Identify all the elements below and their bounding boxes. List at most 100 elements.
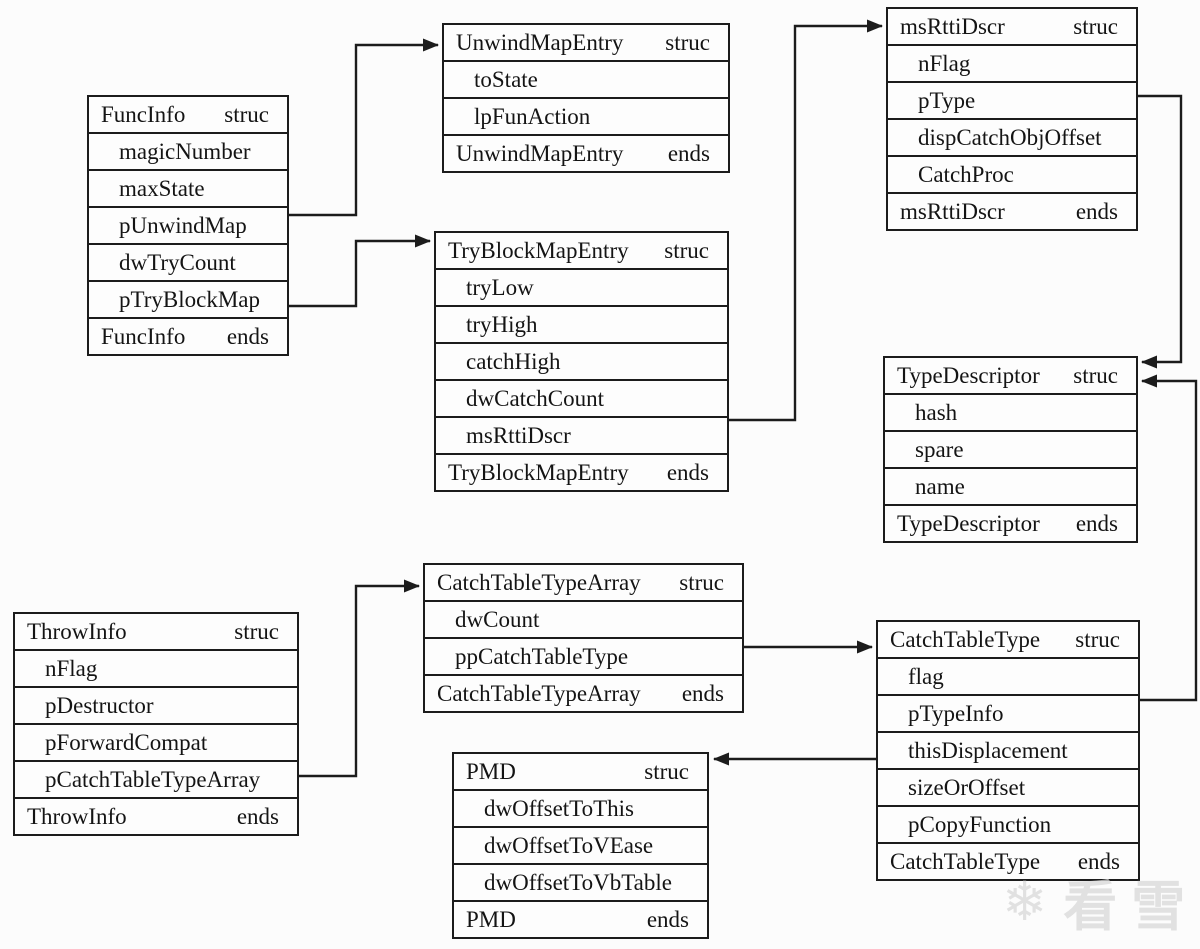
struct-field-row: pUnwindMap	[89, 206, 287, 243]
connector-ThrowInfo.pCatchTableTypeArray-to-CatchTableTypeArray	[299, 579, 420, 778]
struct-open-keyword: struc	[1073, 363, 1118, 388]
struct-field-row: dwOffsetToThis	[454, 789, 707, 826]
struct-header-row: FuncInfo struc	[89, 97, 287, 132]
struct-title: msRttiDscr	[900, 199, 1005, 224]
struct-close-keyword: ends	[1075, 511, 1118, 536]
struct-footer-row: CatchTableTypeArray ends	[425, 674, 742, 711]
struct-field-name: pCatchTableTypeArray	[45, 767, 261, 792]
struct-title: TypeDescriptor	[897, 511, 1040, 536]
struct-field-name: pForwardCompat	[45, 730, 208, 755]
struct-field-name: spare	[915, 437, 964, 462]
struct-field-name: CatchProc	[918, 162, 1014, 187]
struct-field-name: dwOffsetToVbTable	[484, 870, 672, 895]
struct-field-row: pCopyFunction	[878, 805, 1138, 842]
struct-box-funcinfo: FuncInfo struc magicNumber maxState pUnwindM…	[87, 95, 289, 356]
struct-field-row: pTryBlockMap	[89, 280, 287, 317]
struct-field-row: pType	[888, 81, 1136, 118]
struct-field-row: msRttiDscr	[436, 416, 727, 453]
snowflake-icon: ❄	[1002, 870, 1048, 933]
struct-field-name: name	[915, 474, 965, 499]
struct-field-name: dwOffsetToVEase	[484, 833, 654, 858]
struct-title: FuncInfo	[101, 324, 186, 349]
struct-field-name: dwTryCount	[119, 250, 236, 275]
struct-field-row: dwTryCount	[89, 243, 287, 280]
struct-field-name: magicNumber	[119, 139, 251, 164]
struct-field-name: pDestructor	[45, 693, 154, 718]
struct-field-name: pCopyFunction	[908, 812, 1052, 837]
struct-title: CatchTableTypeArray	[437, 570, 641, 595]
struct-field-row: lpFunAction	[444, 97, 728, 134]
struct-close-keyword: ends	[666, 460, 709, 485]
struct-field-row: ppCatchTableType	[425, 637, 742, 674]
struct-box-catchtabletype: CatchTableType struc flag pTypeInfo thisDisp…	[876, 620, 1140, 881]
struct-field-name: pTryBlockMap	[119, 287, 260, 312]
struct-field-name: dwCatchCount	[466, 386, 604, 411]
struct-field-name: toState	[474, 67, 538, 92]
struct-field-name: pTypeInfo	[908, 701, 1004, 726]
struct-close-keyword: ends	[1075, 199, 1118, 224]
struct-field-row: dwOffsetToVbTable	[454, 863, 707, 900]
struct-field-row: name	[885, 467, 1136, 504]
struct-field-name: catchHigh	[466, 349, 561, 374]
struct-field-row: spare	[885, 430, 1136, 467]
struct-field-row: pForwardCompat	[15, 723, 297, 760]
struct-field-row: dwOffsetToVEase	[454, 826, 707, 863]
struct-field-row: toState	[444, 60, 728, 97]
struct-field-row: nFlag	[888, 44, 1136, 81]
watermark-text: 看雪	[1063, 875, 1200, 938]
connector-msRttiDscr.pType-to-TypeDescriptor	[1138, 94, 1183, 369]
struct-close-keyword: ends	[1077, 849, 1120, 874]
struct-field-row: tryHigh	[436, 305, 727, 342]
struct-field-row: pCatchTableTypeArray	[15, 760, 297, 797]
connector-FuncInfo.pUnwindMap-to-UnwindMapEntry	[289, 38, 439, 217]
struct-title: CatchTableType	[890, 627, 1041, 652]
struct-open-keyword: struc	[1075, 627, 1120, 652]
struct-field-name: thisDisplacement	[908, 738, 1068, 763]
connector-CatchTableType.pTypeInfo-to-TypeDescriptor	[1140, 374, 1198, 702]
struct-field-row: catchHigh	[436, 342, 727, 379]
struct-field-row: hash	[885, 393, 1136, 430]
struct-open-keyword: struc	[224, 102, 269, 127]
struct-field-row: CatchProc	[888, 155, 1136, 192]
struct-field-name: dispCatchObjOffset	[918, 125, 1102, 150]
struct-field-row: pTypeInfo	[878, 694, 1138, 731]
struct-field-name: nFlag	[45, 656, 98, 681]
struct-field-row: maxState	[89, 169, 287, 206]
struct-footer-row: msRttiDscr ends	[888, 192, 1136, 229]
struct-open-keyword: struc	[234, 619, 279, 644]
struct-field-name: maxState	[119, 176, 205, 201]
struct-field-row: flag	[878, 657, 1138, 694]
struct-open-keyword: struc	[679, 570, 724, 595]
struct-field-row: dispCatchObjOffset	[888, 118, 1136, 155]
struct-close-keyword: ends	[681, 681, 724, 706]
struct-field-name: sizeOrOffset	[908, 775, 1026, 800]
connector-FuncInfo.pTryBlockMap-to-TryBlockMapEntry	[289, 234, 431, 308]
struct-field-row: dwCatchCount	[436, 379, 727, 416]
struct-title: TryBlockMapEntry	[448, 238, 629, 263]
struct-field-row: tryLow	[436, 268, 727, 305]
struct-title: CatchTableTypeArray	[437, 681, 641, 706]
struct-field-name: msRttiDscr	[466, 423, 571, 448]
struct-field-name: nFlag	[918, 51, 971, 76]
struct-field-row: sizeOrOffset	[878, 768, 1138, 805]
watermark: ❄ 看雪	[1002, 862, 1199, 941]
struct-header-row: CatchTableTypeArray struc	[425, 565, 742, 600]
struct-field-row: magicNumber	[89, 132, 287, 169]
struct-title: FuncInfo	[101, 102, 186, 127]
struct-field-name: dwCount	[455, 607, 540, 632]
struct-field-name: hash	[915, 400, 958, 425]
struct-close-keyword: ends	[646, 907, 689, 932]
